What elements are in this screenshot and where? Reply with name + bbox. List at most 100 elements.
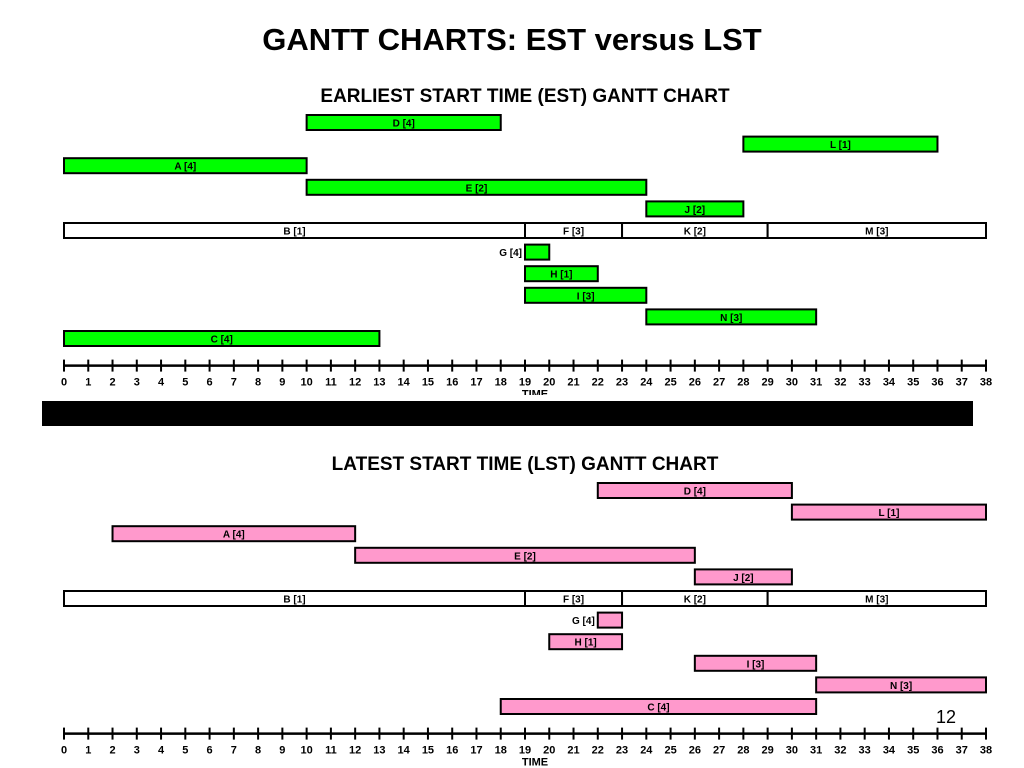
- axis-tick-label: 35: [907, 745, 919, 757]
- axis-tick-label: 23: [616, 745, 628, 757]
- axis-tick-label: 18: [495, 745, 507, 757]
- axis-tick-label: 30: [786, 377, 798, 389]
- task-bar-b-label: B [1]: [283, 227, 305, 238]
- task-bar-e: [305, 178, 648, 196]
- axis-tick-label: 12: [349, 377, 361, 389]
- axis-tick-label: 16: [446, 745, 458, 757]
- task-bar-a-label: A [4]: [223, 530, 245, 541]
- page-number: 12: [936, 707, 957, 727]
- task-bar-e-label: E [2]: [514, 551, 536, 562]
- axis-tick-label: 32: [834, 745, 846, 757]
- x-axis-title: TIME: [522, 389, 548, 395]
- est-gantt-chart: D [4]L [1]A [4]E [2]J [2]B [1]F [3]K [2]…: [61, 114, 992, 395]
- axis-tick-label: 34: [883, 377, 896, 389]
- axis-tick-label: 28: [737, 745, 749, 757]
- task-bar-l-label: L [1]: [830, 140, 851, 151]
- axis-tick-label: 1: [85, 377, 91, 389]
- axis-tick-label: 30: [786, 745, 798, 757]
- task-bar-f-label: F [3]: [563, 595, 584, 606]
- axis-tick-label: 20: [543, 745, 555, 757]
- task-bar-h: [524, 265, 599, 283]
- task-bar-j: [645, 200, 745, 218]
- axis-tick-label: 18: [495, 377, 507, 389]
- task-bar-l: [790, 503, 987, 521]
- task-bar-d: [596, 482, 793, 499]
- axis-tick-label: 22: [592, 377, 604, 389]
- task-bar-l-label: L [1]: [878, 508, 899, 519]
- task-bar-f-label: F [3]: [563, 227, 584, 238]
- task-bar-a: [111, 525, 357, 543]
- axis-tick-label: 2: [109, 377, 115, 389]
- axis-tick-label: 14: [398, 377, 411, 389]
- task-bar-d: [305, 114, 502, 131]
- task-bar-d-label: D [4]: [684, 487, 706, 498]
- axis-tick-label: 37: [956, 745, 968, 757]
- axis-tick-label: 25: [664, 377, 676, 389]
- axis-tick-label: 3: [134, 377, 140, 389]
- axis-tick-label: 32: [834, 377, 846, 389]
- axis-tick-label: 0: [61, 745, 67, 757]
- task-bar-k-label: K [2]: [684, 595, 706, 606]
- axis-tick-label: 10: [301, 745, 313, 757]
- task-bar-j-label: J [2]: [685, 205, 706, 216]
- task-bar-n-label: N [3]: [720, 313, 742, 324]
- task-bar-h: [548, 633, 624, 651]
- axis-tick-label: 17: [470, 377, 482, 389]
- axis-tick-label: 13: [373, 745, 385, 757]
- axis-tick-label: 29: [762, 377, 774, 389]
- axis-tick-label: 8: [255, 377, 261, 389]
- axis-tick-label: 20: [543, 377, 555, 389]
- axis-tick-label: 33: [859, 377, 871, 389]
- axis-tick-label: 11: [325, 377, 337, 389]
- axis-tick-label: 24: [640, 745, 653, 757]
- axis-tick-label: 4: [158, 377, 165, 389]
- task-bar-d-label: D [4]: [393, 119, 415, 130]
- axis-tick-label: 38: [980, 377, 992, 389]
- axis-tick-label: 21: [567, 377, 579, 389]
- task-bar-e-label: E [2]: [466, 183, 488, 194]
- axis-tick-label: 33: [859, 745, 871, 757]
- axis-tick-label: 25: [664, 745, 676, 757]
- divider-bar: [42, 401, 973, 426]
- axis-tick-label: 36: [931, 745, 943, 757]
- axis-tick-label: 15: [422, 745, 434, 757]
- task-bar-j: [693, 568, 793, 586]
- axis-tick-label: 7: [231, 377, 237, 389]
- axis-tick-label: 2: [109, 745, 115, 757]
- axis-tick-label: 9: [279, 745, 285, 757]
- task-bar-c-label: C [4]: [211, 335, 233, 346]
- task-bar-c: [499, 698, 818, 715]
- axis-tick-label: 15: [422, 377, 434, 389]
- x-axis-title: TIME: [522, 757, 548, 768]
- axis-tick-label: 19: [519, 745, 531, 757]
- task-bar-m: [766, 222, 988, 239]
- axis-tick-label: 17: [470, 745, 482, 757]
- task-bar-j-label: J [2]: [733, 573, 754, 584]
- lst-gantt-chart: D [4] L [1] A [4] E [2] J [2] B [1] F [3] K [2]…: [61, 482, 992, 768]
- lst-chart-title: LATEST START TIME (LST) GANTT CHART: [331, 454, 719, 475]
- task-bar-c: [63, 330, 381, 347]
- axis-tick-label: 37: [956, 377, 968, 389]
- axis-tick-label: 28: [737, 377, 749, 389]
- axis-tick-label: 24: [640, 377, 653, 389]
- axis-tick-label: 31: [810, 745, 822, 757]
- axis-tick-label: 10: [301, 377, 313, 389]
- task-bar-g-label: G [4]: [572, 616, 595, 627]
- task-bar-n-label: N [3]: [890, 681, 912, 692]
- task-bar-e: [354, 546, 696, 564]
- task-bar-h-label: H [1]: [575, 638, 597, 649]
- task-bar-a: [63, 157, 308, 175]
- task-bar-a-label: A [4]: [174, 162, 196, 173]
- axis-tick-label: 29: [762, 745, 774, 757]
- axis-tick-label: 6: [207, 377, 213, 389]
- task-bar-c-label: C [4]: [647, 703, 669, 714]
- task-bar-h-label: H [1]: [550, 270, 572, 281]
- task-bar-i: [524, 286, 648, 304]
- axis-tick-label: 31: [810, 377, 822, 389]
- est-chart-title: EARLIEST START TIME (EST) GANTT CHART: [320, 86, 730, 107]
- task-bar-b-label: B [1]: [283, 595, 305, 606]
- task-bar-m-label: M [3]: [865, 595, 888, 606]
- axis-tick-label: 9: [279, 377, 285, 389]
- task-bar-l: [742, 135, 939, 153]
- task-bar-n: [815, 676, 987, 694]
